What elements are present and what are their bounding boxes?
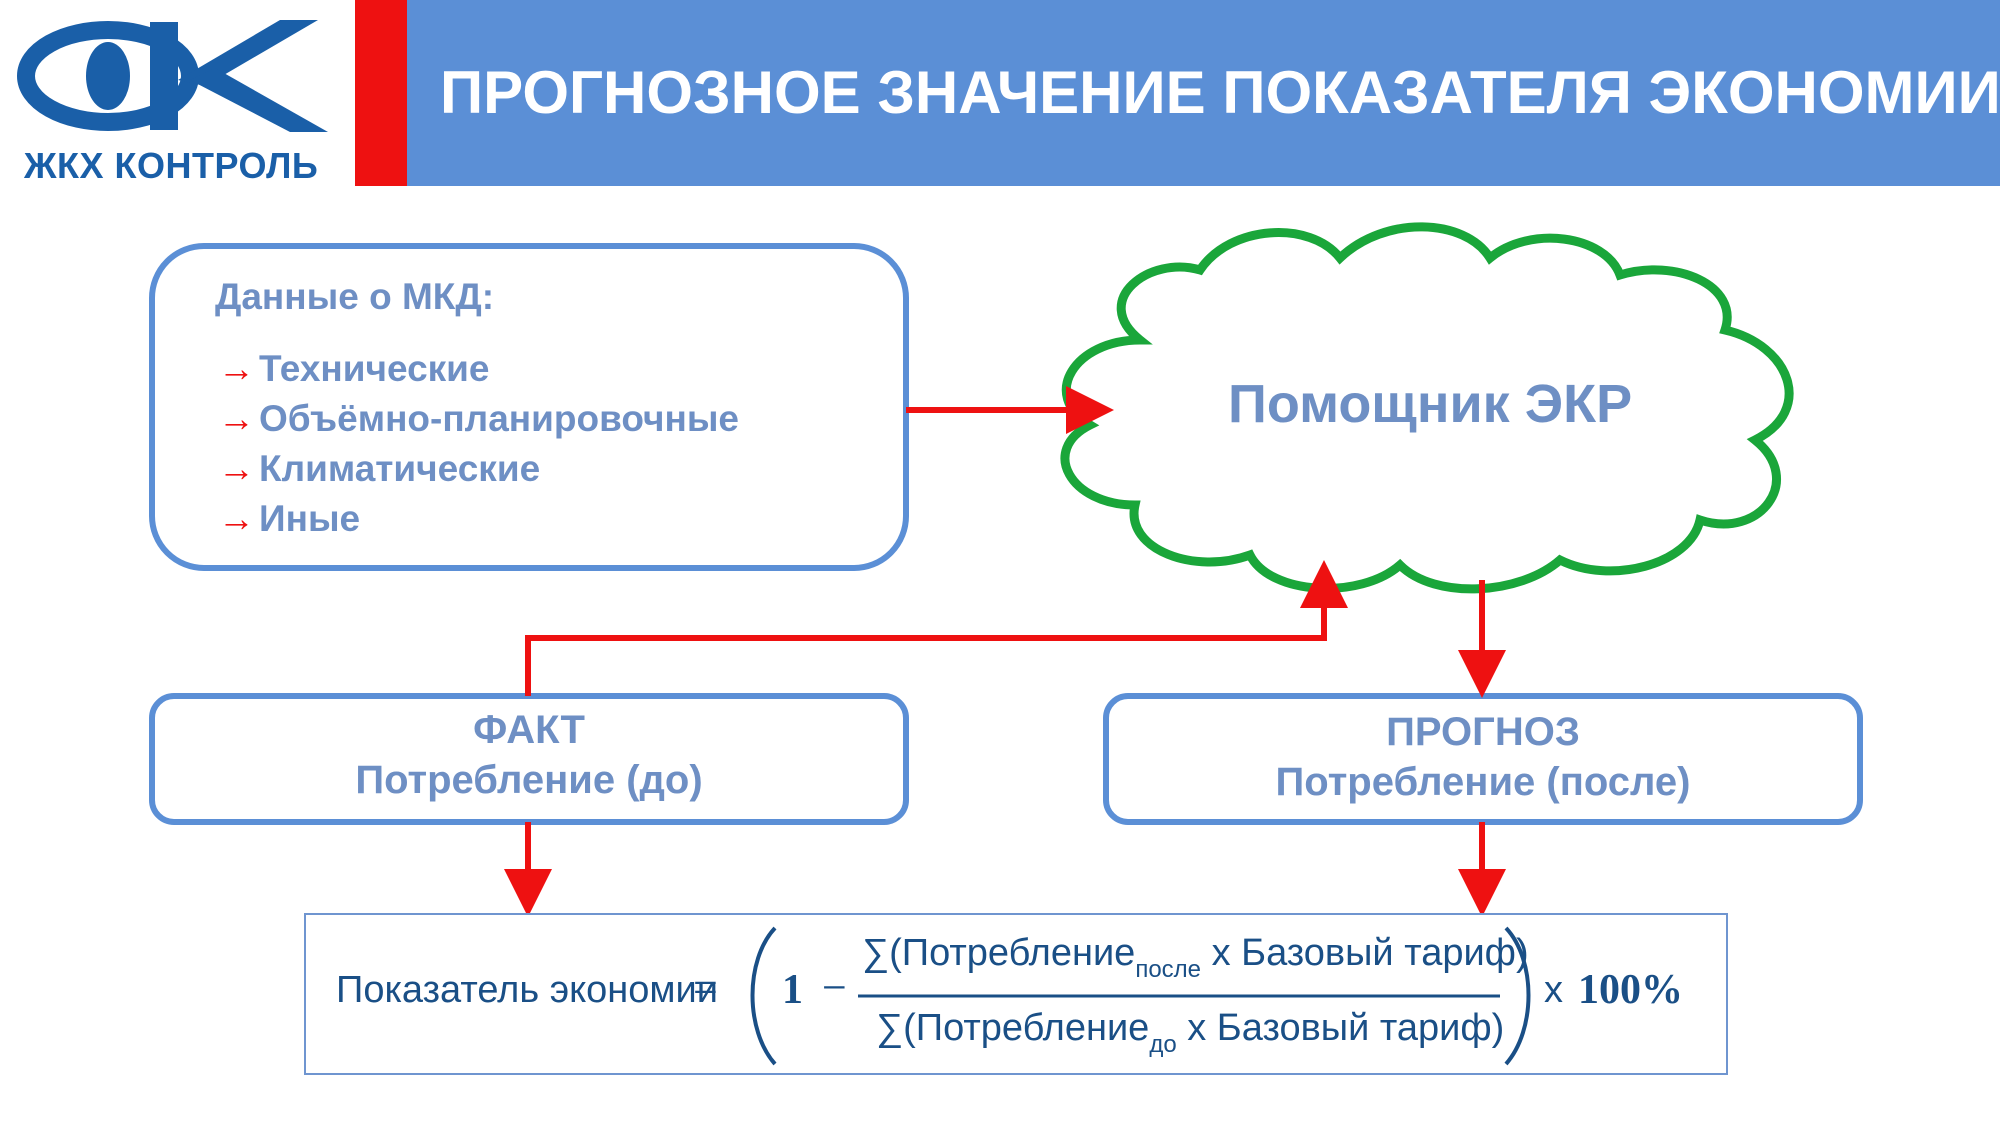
ekr-assistant-cloud [1060, 222, 1794, 594]
mkd-item: →Иные [218, 498, 361, 539]
formula-one: 1 [782, 967, 803, 1013]
logo-text: ЖКХ КОНТРОЛЬ [24, 145, 319, 186]
formula-numerator: ∑(Потреблениепосле х Базовый тариф) [862, 932, 1529, 983]
forecast-subtitle: Потребление (после) [1275, 760, 1691, 804]
fact-subtitle: Потребление (до) [355, 758, 703, 802]
sum-icon: ∑ [876, 1007, 904, 1049]
page-title: ПРОГНОЗНОЕ ЗНАЧЕНИЕ ПОКАЗАТЕЛЯ ЭКОНОМИИ [440, 59, 2000, 126]
fact-title: ФАКТ [473, 708, 585, 752]
arrow-right-icon: → [218, 348, 255, 389]
arrow-right-icon: → [218, 498, 255, 539]
arrow-right-icon: → [218, 448, 255, 489]
arrow-fact-to-cloud [525, 560, 1348, 696]
formula-multiply: х [1544, 969, 1563, 1011]
cloud-label: Помощник ЭКР [1228, 374, 1633, 434]
mkd-item: →Объёмно-планировочные [218, 398, 740, 439]
mkd-heading: Данные о МКД: [215, 276, 495, 317]
formula-minus: − [822, 963, 847, 1012]
arrow-right-icon: → [218, 398, 255, 439]
formula-name: Показатель экономии [336, 969, 718, 1011]
sum-icon: ∑ [862, 932, 890, 974]
logo: ЖКХ КОНТРОЛЬ [0, 0, 355, 186]
eye-k-logo-icon [17, 20, 328, 132]
formula-equals: = [693, 963, 718, 1012]
header: ЖКХ КОНТРОЛЬ ПРОГНОЗНОЕ ЗНАЧЕНИЕ ПОКАЗАТ… [0, 0, 2000, 186]
mkd-item: →Технические [218, 348, 490, 389]
mkd-item: →Климатические [218, 448, 541, 489]
formula-box [304, 913, 1728, 1075]
header-red-bar [355, 0, 407, 186]
title-band [407, 0, 2000, 186]
forecast-title: ПРОГНОЗ [1386, 710, 1580, 754]
formula-denominator: ∑(Потреблениедо х Базовый тариф) [876, 1007, 1505, 1058]
formula-hundred-percent: 100% [1578, 967, 1683, 1013]
